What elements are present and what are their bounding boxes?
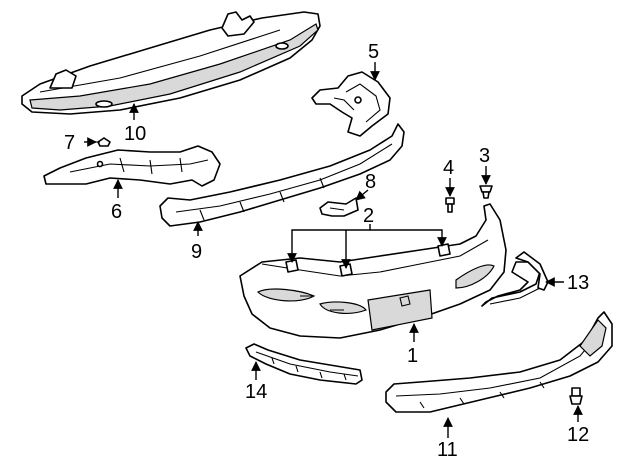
bolt-part-4 — [445, 197, 455, 213]
callout-7: 7 — [64, 132, 75, 154]
callout-12: 12 — [567, 424, 589, 446]
energy-absorber-part — [159, 123, 405, 227]
bolt-part-12 — [569, 387, 583, 405]
molding-strip-part-14 — [245, 343, 363, 385]
clip-part-8 — [319, 197, 359, 217]
callout-14: 14 — [245, 381, 267, 403]
callout-8: 8 — [365, 171, 376, 193]
bolt-part-7 — [94, 137, 111, 147]
callout-5: 5 — [368, 41, 379, 63]
impact-bar-part — [21, 11, 321, 115]
side-molding-part-13 — [481, 251, 549, 307]
callout-6: 6 — [111, 201, 122, 223]
callout-1: 1 — [407, 345, 418, 367]
callout-4: 4 — [443, 157, 454, 179]
callout-2: 2 — [363, 205, 374, 227]
callout-9: 9 — [191, 241, 202, 263]
lower-valance-part-11 — [385, 311, 613, 413]
callout-13: 13 — [567, 272, 589, 294]
bumper-cover-part — [239, 203, 507, 339]
leader-lines — [84, 62, 583, 438]
bracket-part — [311, 71, 391, 137]
callout-3: 3 — [479, 145, 490, 167]
side-bracket-part — [43, 145, 221, 187]
callout-11: 11 — [437, 439, 458, 461]
push-pin-part-3 — [479, 185, 493, 199]
callout-10: 10 — [124, 123, 146, 145]
